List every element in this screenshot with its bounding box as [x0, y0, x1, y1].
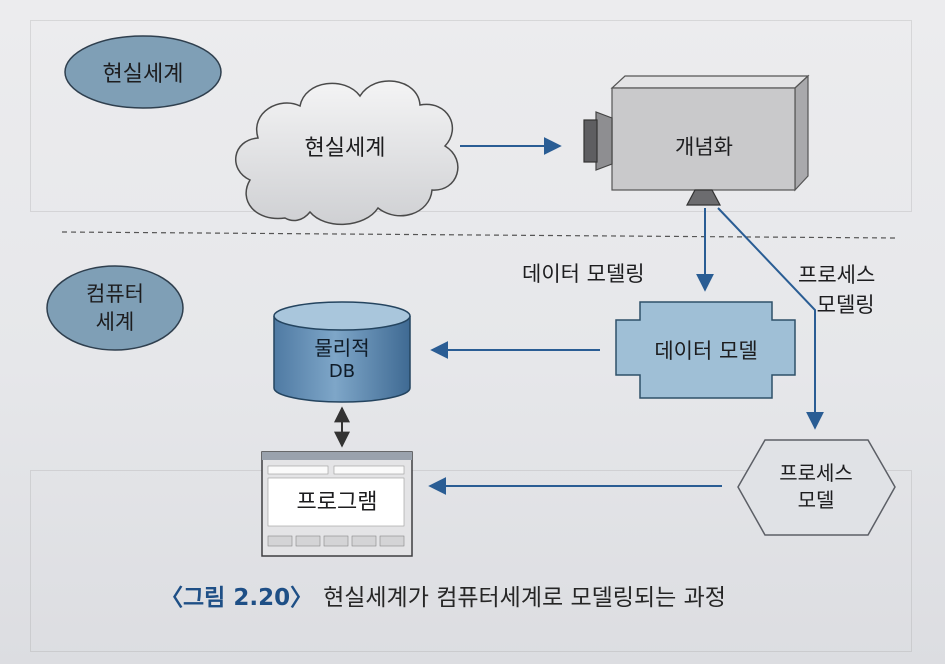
computer-world-section-ellipse — [46, 265, 184, 351]
data-model-shape — [615, 301, 796, 399]
figure-caption: 〈그림 2.20〉 현실세계가 컴퓨터세계로 모델링되는 과정 — [160, 578, 726, 612]
world-separator-dashed-line — [61, 231, 896, 239]
program-label: 프로그램 — [290, 484, 384, 516]
data-modeling-edge-label: 데이터 모델링 — [522, 262, 645, 286]
process-model-label-line1: 프로세스 — [779, 461, 853, 485]
physical-db-cylinder — [273, 301, 411, 403]
concept-label: 개념화 — [675, 135, 733, 159]
computer-world-label-line1: 컴퓨터 — [86, 282, 144, 306]
background-ghost-table — [30, 20, 912, 212]
figure-caption-number: 〈그림 2.20〉 — [160, 585, 314, 611]
process-modeling-edge-label: 프로세스 모델링 — [798, 260, 875, 320]
real-world-section-ellipse — [64, 35, 222, 109]
computer-world-label-line2: 세계 — [95, 310, 135, 334]
process-model-label: 프로세스 모델 — [779, 460, 853, 514]
physical-db-label-line2: DB — [328, 361, 356, 382]
data-model-label: 데이터 모델 — [654, 339, 758, 363]
physical-db-label-line1: 물리적 — [314, 336, 370, 360]
process-modeling-label-line1: 프로세스 — [798, 263, 876, 287]
figure-caption-text: 현실세계가 컴퓨터세계로 모델링되는 과정 — [323, 585, 726, 611]
process-modeling-label-line2: 모델링 — [816, 293, 875, 317]
real-world-cloud-label: 현실세계 — [304, 136, 386, 161]
real-world-section-label: 현실세계 — [102, 62, 184, 87]
computer-world-section-label: 컴퓨터 세계 — [86, 280, 144, 336]
process-model-hexagon — [737, 439, 896, 536]
process-model-label-line2: 모델 — [797, 488, 835, 512]
arrow-process-modeling — [717, 207, 824, 430]
physical-db-label: 물리적 DB — [314, 336, 369, 384]
background-ghost-table — [30, 470, 912, 652]
real-world-cloud — [234, 80, 459, 225]
conceptualization-camera — [583, 74, 810, 206]
